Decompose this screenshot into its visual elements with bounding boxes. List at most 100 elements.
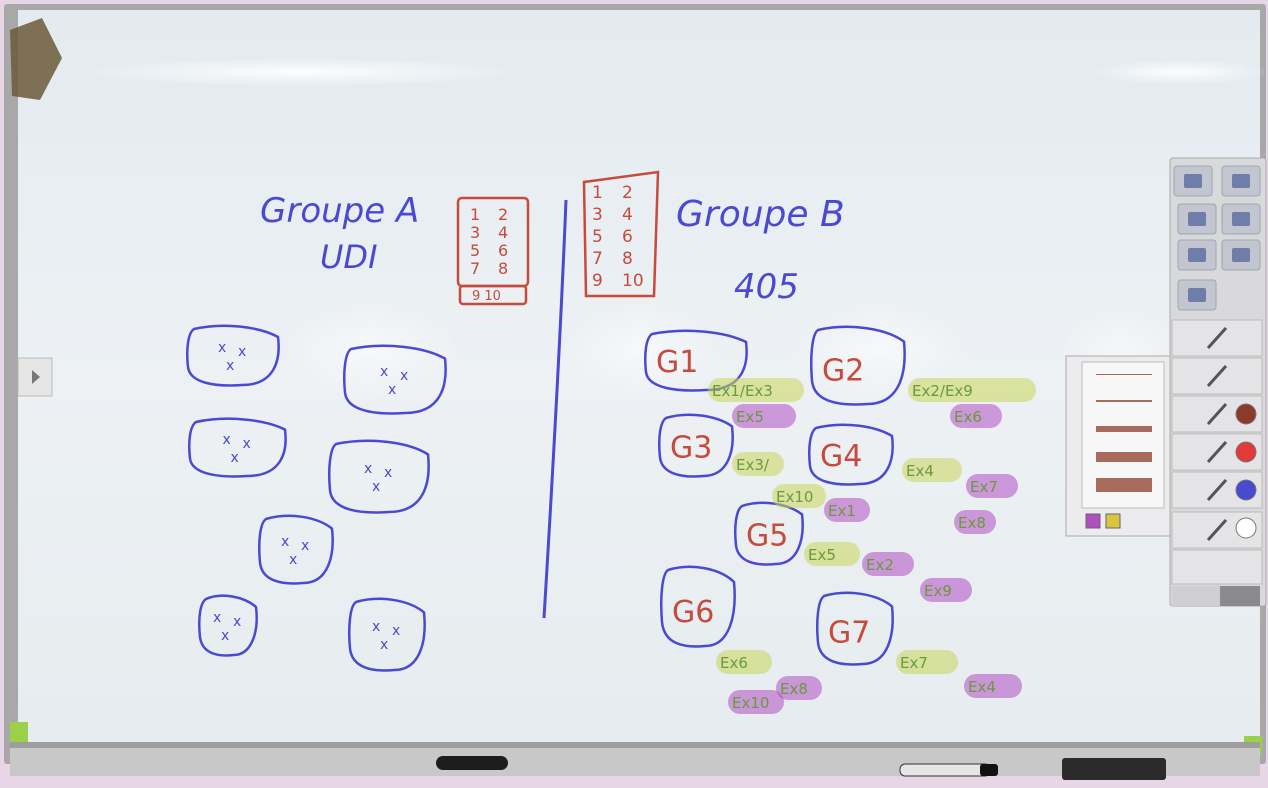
tag-highlight: [920, 578, 972, 602]
group-table-g4: [808, 423, 894, 486]
tag-highlight: [732, 404, 796, 428]
seat-grid-a-footer: [458, 284, 528, 306]
group-label-g4: G4: [820, 439, 862, 474]
line-width-option[interactable]: [1096, 374, 1152, 375]
line-width-option[interactable]: [1096, 478, 1152, 492]
exercise-tag: Ex8: [780, 680, 808, 698]
group-label-g3: G3: [670, 430, 712, 465]
exercise-tag: Ex5: [808, 546, 836, 564]
tag-highlight: [964, 674, 1022, 698]
seat-number-b: 2: [622, 183, 633, 203]
pin-icon[interactable]: [1172, 586, 1220, 606]
seat-number-a: 4: [498, 223, 508, 242]
groupe-a-subtitle: UDI: [320, 238, 378, 276]
color-swatch[interactable]: [1235, 403, 1257, 425]
marker-black: [436, 756, 508, 770]
color-swatch[interactable]: [1235, 479, 1257, 501]
tag-highlight: [728, 690, 784, 714]
seat-number-b: 10: [622, 271, 644, 291]
seat-mark: x: [218, 340, 226, 356]
tag-highlight: [966, 474, 1018, 498]
tag-highlight: [908, 378, 1036, 402]
seat-mark: x: [221, 628, 229, 644]
table-group-a: [328, 439, 430, 514]
line-width-option[interactable]: [1096, 452, 1152, 462]
tag-highlight: [950, 404, 1002, 428]
color-swatch[interactable]: [1235, 441, 1257, 463]
line-width-option[interactable]: [1096, 400, 1152, 402]
exercise-tag: Ex7: [900, 654, 928, 672]
tag-highlight: [776, 676, 822, 700]
exercise-tag: Ex4: [968, 678, 996, 696]
clear-icon[interactable]: [1171, 549, 1263, 585]
palette-color[interactable]: [1085, 513, 1101, 529]
group-table-g7: [816, 591, 894, 666]
center-divider: [542, 199, 568, 619]
exercise-tag: Ex10: [732, 694, 769, 712]
seat-grid-a: [456, 196, 530, 288]
palette-color[interactable]: [1105, 513, 1121, 529]
groupe-a-title: Groupe A: [260, 191, 419, 231]
seat-number-a: 6: [498, 241, 508, 260]
exercise-tag: Ex5: [736, 408, 764, 426]
seat-mark: x: [238, 344, 246, 360]
tape-corner: [10, 18, 62, 100]
exercise-tag: Ex2/Ex9: [912, 382, 973, 400]
exercise-tag: Ex3/: [736, 456, 770, 474]
group-label-g5: G5: [746, 518, 788, 553]
seat-mark: x: [233, 614, 241, 630]
exercise-tag: Ex2: [866, 556, 894, 574]
seat-number-a: 3: [470, 223, 480, 242]
seat-number-b: 7: [592, 249, 603, 269]
tag-highlight: [772, 484, 826, 508]
group-label-g2: G2: [822, 354, 864, 389]
seat-mark: x: [400, 368, 408, 384]
group-label-g7: G7: [828, 615, 870, 650]
tag-highlight: [902, 458, 962, 482]
table-group-a: [258, 514, 334, 585]
tag-highlight: [708, 378, 804, 402]
table-group-a: [186, 324, 280, 387]
seat-mark: x: [364, 461, 372, 477]
tag-highlight: [824, 498, 870, 522]
group-table-g2: [810, 325, 906, 406]
seat-mark: x: [384, 465, 392, 481]
groupe-b-subtitle: 405: [734, 267, 799, 307]
table-group-a: [188, 417, 287, 478]
seat-mark: x: [380, 364, 388, 380]
seat-mark: x: [226, 358, 234, 374]
seat-number-a: 5: [470, 241, 480, 260]
seat-number-b: 9: [592, 271, 603, 291]
group-table-g6: [660, 565, 736, 648]
seat-number-a: 1: [470, 205, 480, 224]
seat-number-b: 5: [592, 227, 603, 247]
seat-number-b: 8: [622, 249, 633, 269]
tag-highlight: [804, 542, 860, 566]
seat-number-b: 6: [622, 227, 633, 247]
line-width-option[interactable]: [1096, 426, 1152, 432]
eraser: [1062, 758, 1166, 780]
group-label-g6: G6: [672, 595, 714, 630]
seat-mark: x: [372, 619, 380, 635]
exercise-tag: Ex1: [828, 502, 856, 520]
table-group-a: [343, 344, 447, 415]
tag-highlight: [716, 650, 772, 674]
seat-mark: x: [301, 538, 309, 554]
tag-highlight: [732, 452, 784, 476]
expand-icon[interactable]: [1220, 586, 1260, 606]
seat-grid-b: [582, 170, 660, 298]
group-table-g3: [658, 413, 734, 478]
seat-mark: x: [223, 432, 231, 448]
seat-mark: x: [243, 436, 251, 452]
seat-number-b: 1: [592, 183, 603, 203]
color-swatch[interactable]: [1235, 517, 1257, 539]
seat-number-b: 4: [622, 205, 633, 225]
exercise-tag: Ex9: [924, 582, 952, 600]
tag-highlight: [954, 510, 996, 534]
seat-mark: x: [281, 534, 289, 550]
exercise-tag: Ex7: [970, 478, 998, 496]
line-width-palette: [1065, 355, 1171, 537]
exercise-tag: Ex4: [906, 462, 934, 480]
seat-number-a: 8: [498, 259, 508, 278]
